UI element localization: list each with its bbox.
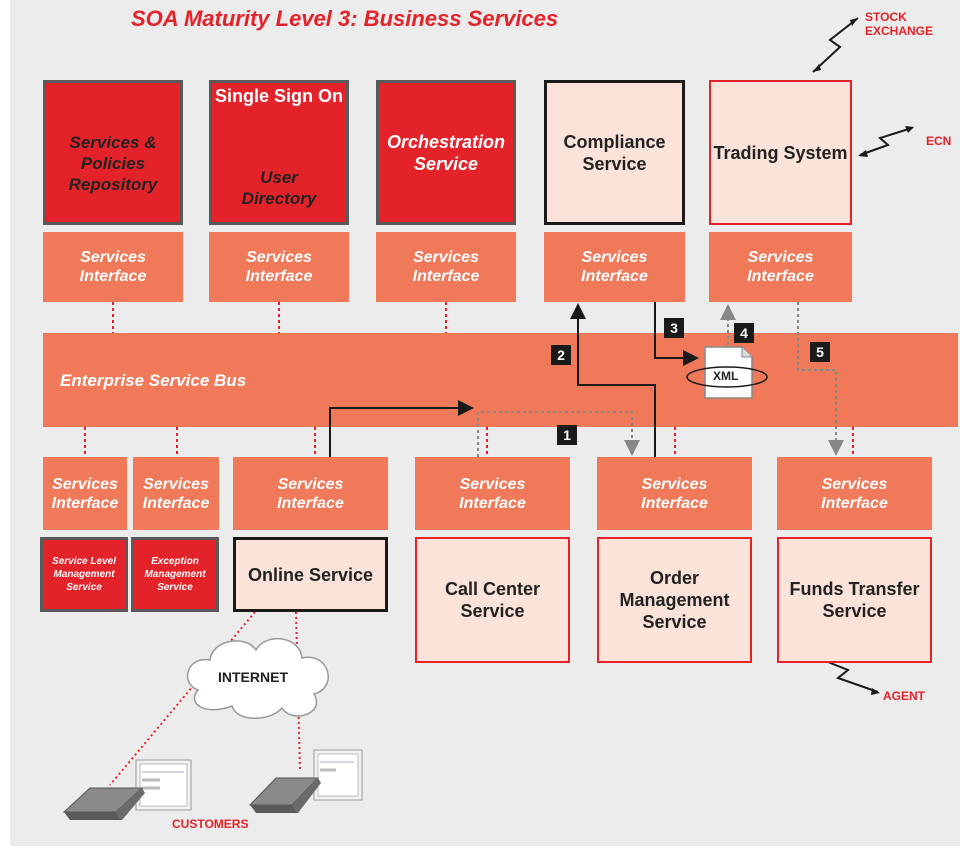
repository-box bbox=[43, 80, 183, 225]
agent-label: AGENT bbox=[883, 689, 925, 703]
exception-management-label: Exception Management Service bbox=[144, 556, 206, 593]
online-service-label: Online Service bbox=[247, 564, 374, 585]
order-management-service-label: Order Management Service bbox=[619, 568, 730, 632]
funds-transfer-service-box: Funds Transfer Service bbox=[777, 537, 932, 663]
compliance-service-box: Compliance Service bbox=[544, 80, 685, 225]
flow-2 bbox=[570, 303, 656, 457]
flow-5 bbox=[797, 302, 844, 456]
ecn-link-arrows bbox=[858, 126, 914, 157]
xml-label: XML bbox=[713, 369, 739, 383]
top-bus-links bbox=[112, 302, 447, 333]
customer-laptop-2 bbox=[248, 749, 363, 813]
internet-label: INTERNET bbox=[218, 669, 288, 685]
compliance-service-label: Compliance Service bbox=[563, 131, 666, 174]
step-3-badge: 3 bbox=[664, 318, 684, 338]
online-service-box: Online Service bbox=[233, 537, 388, 612]
step-5-badge: 5 bbox=[810, 342, 830, 362]
ecn-label: ECN bbox=[926, 134, 952, 148]
step-4-badge: 4 bbox=[734, 323, 754, 343]
call-center-service-label: Call Center Service bbox=[444, 579, 541, 621]
internet-cloud bbox=[186, 637, 329, 719]
customers-label: CUSTOMERS bbox=[172, 817, 249, 831]
agent-link bbox=[817, 657, 879, 693]
internet-links bbox=[109, 611, 301, 786]
service-level-management-box: Service Level Management Service bbox=[40, 537, 128, 612]
repository-label: Services & Policies Repository bbox=[68, 133, 158, 194]
stock-exchange-link-arrows bbox=[813, 18, 858, 72]
trading-system-box: Trading System bbox=[709, 80, 852, 225]
sso-box bbox=[209, 80, 349, 225]
orchestration-service-box: Orchestration Service bbox=[376, 80, 516, 225]
orchestration-service-label: Orchestration Service bbox=[386, 131, 506, 174]
call-center-service-box: Call Center Service bbox=[415, 537, 570, 663]
order-management-service-box: Order Management Service bbox=[597, 537, 752, 663]
flow-1-route bbox=[477, 411, 640, 457]
funds-transfer-service-label: Funds Transfer Service bbox=[789, 579, 920, 621]
step-2-badge: 2 bbox=[551, 345, 571, 365]
flow-3 bbox=[654, 302, 699, 366]
user-directory-label: User Directory bbox=[241, 168, 317, 208]
customer-laptop-1 bbox=[62, 759, 192, 820]
diagram-title: SOA Maturity Level 3: Business Services bbox=[131, 6, 559, 31]
stock-exchange-link bbox=[812, 17, 859, 73]
esb-label: Enterprise Service Bus bbox=[60, 371, 247, 390]
bottom-bus-links bbox=[84, 427, 854, 457]
xml-document bbox=[686, 346, 768, 399]
service-level-management-label: Service Level Management Service bbox=[52, 556, 116, 593]
trading-system-label: Trading System bbox=[713, 142, 848, 163]
step-1-badge: 1 bbox=[557, 425, 577, 445]
stock-exchange-label: STOCK EXCHANGE bbox=[865, 10, 934, 38]
exception-management-box: Exception Management Service bbox=[131, 537, 219, 612]
flow-1-request bbox=[329, 400, 474, 457]
ecn-link bbox=[859, 127, 913, 156]
sso-label: Single Sign On bbox=[214, 86, 343, 106]
